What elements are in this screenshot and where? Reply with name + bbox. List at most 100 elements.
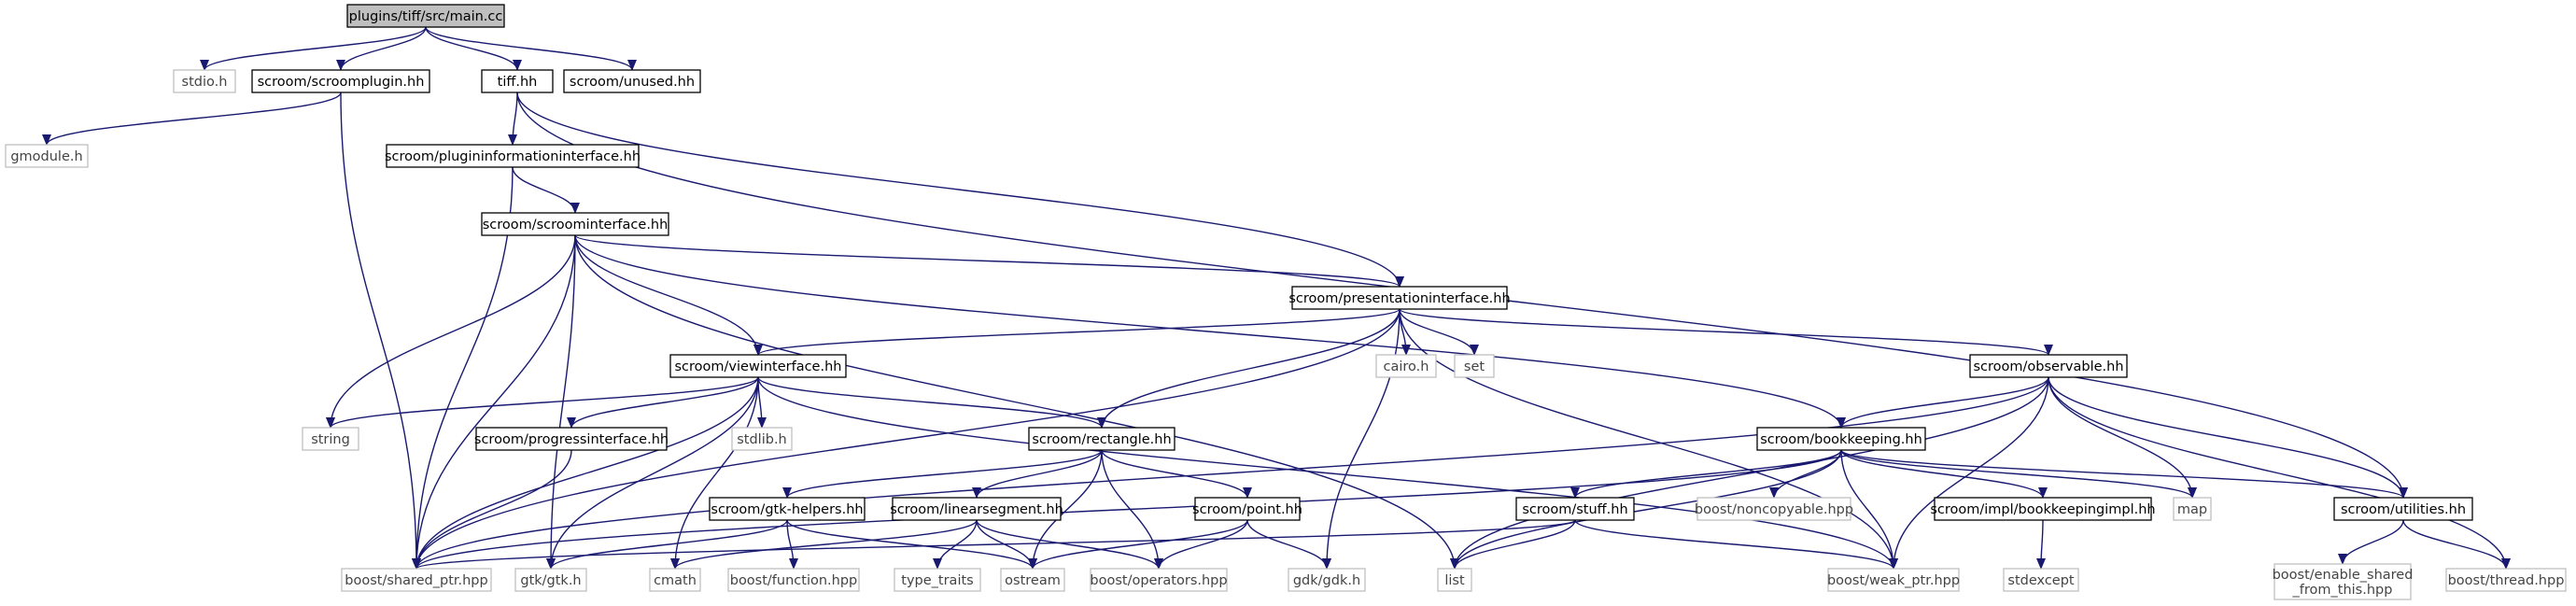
- node-box-function: [727, 568, 860, 592]
- edge-plugininfo-to-scroominterface: [512, 166, 580, 214]
- node-label-bookkeeping: scroom/bookkeeping.hh: [1760, 432, 1922, 447]
- edge-main-to-tiff: [425, 26, 522, 71]
- node-stuff[interactable]: scroom/stuff.hh: [1515, 497, 1635, 521]
- node-box-gdk: [1288, 568, 1366, 592]
- node-box-progressinterface: [475, 427, 668, 451]
- node-box-weak_ptr: [1827, 568, 1960, 592]
- node-presentationinterface[interactable]: scroom/presentationinterface.hh: [1288, 286, 1511, 310]
- node-bookkeeping[interactable]: scroom/bookkeeping.hh: [1756, 427, 1926, 451]
- node-linearsegment[interactable]: scroom/linearsegment.hh: [890, 497, 1063, 521]
- node-label-presentationinterface: scroom/presentationinterface.hh: [1288, 291, 1510, 306]
- node-observable[interactable]: scroom/observable.hh: [1969, 354, 2128, 378]
- edge-scroominterface-to-bookkeeping: [574, 234, 1846, 429]
- node-label-stdlib: stdlib.h: [737, 432, 787, 447]
- edge-observable-to-bookkeeping: [1837, 376, 2049, 429]
- node-box-rectangle: [1028, 427, 1175, 451]
- edge-viewinterface-to-shared_ptr: [412, 376, 759, 570]
- node-box-cairo: [1375, 354, 1437, 378]
- node-utilities[interactable]: scroom/utilities.hh: [2333, 497, 2473, 521]
- node-label-weak_ptr: boost/weak_ptr.hpp: [1827, 573, 1960, 588]
- edge-presentationinterface-to-set: [1399, 308, 1479, 356]
- edge-bookkeeping-to-utilities: [1840, 449, 2408, 499]
- edge-linearsegment-to-type_traits: [933, 519, 978, 570]
- edge-scroomplugin-to-shared_ptr: [340, 92, 421, 570]
- node-label-gmodule: gmodule.h: [10, 149, 82, 164]
- node-box-utilities: [2333, 497, 2473, 521]
- node-box-unused: [563, 69, 701, 93]
- node-label-cairo: cairo.h: [1384, 359, 1429, 374]
- edge-scroomplugin-to-gmodule: [42, 92, 342, 146]
- node-gtkhelpers[interactable]: scroom/gtk-helpers.hh: [709, 497, 866, 521]
- node-box-gmodule: [5, 144, 89, 168]
- node-viewinterface[interactable]: scroom/viewinterface.hh: [669, 354, 847, 378]
- edge-observable-to-utilities: [2048, 376, 2408, 499]
- edge-presentationinterface-to-rectangle: [1097, 308, 1401, 429]
- edge-observable-to-list: [1450, 376, 2049, 570]
- node-stdlib: stdlib.h: [731, 427, 793, 451]
- node-unused[interactable]: scroom/unused.hh: [563, 69, 701, 93]
- edge-viewinterface-to-cmath: [670, 376, 759, 570]
- edge-scroominterface-to-presentationinterface: [574, 234, 1404, 288]
- node-enable_shared: boost/enable_shared_from_this.hpp: [2273, 563, 2413, 600]
- node-scroominterface[interactable]: scroom/scroominterface.hh: [481, 212, 669, 236]
- node-box-ostream: [1000, 568, 1065, 592]
- node-box-stdlib: [731, 427, 793, 451]
- node-box-type_traits: [894, 568, 981, 592]
- node-weak_ptr: boost/weak_ptr.hpp: [1827, 568, 1960, 592]
- node-stdio: stdio.h: [173, 69, 236, 93]
- edge-scroominterface-to-viewinterface: [574, 234, 763, 356]
- node-box-string: [302, 427, 359, 451]
- node-box-scroomplugin: [251, 69, 430, 93]
- edge-linearsegment-to-operators: [976, 519, 1163, 570]
- node-operators: boost/operators.hpp: [1090, 568, 1228, 592]
- node-label-gtkhelpers: scroom/gtk-helpers.hh: [711, 502, 863, 517]
- edge-bookkeepingimpl-to-stdexcept: [2036, 519, 2047, 570]
- node-label-thread: boost/thread.hpp: [2448, 573, 2565, 588]
- edge-main-to-scroomplugin: [336, 26, 427, 71]
- edge-rectangle-to-gtkhelpers: [782, 449, 1103, 499]
- dependency-edges: [42, 26, 2511, 570]
- edge-scroominterface-to-string: [326, 234, 576, 429]
- node-label-scroomplugin: scroom/scroomplugin.hh: [258, 75, 425, 90]
- edge-bookkeeping-to-stuff: [1570, 449, 1842, 499]
- node-label-tiff: tiff.hh: [498, 75, 538, 90]
- edge-presentationinterface-to-weak_ptr: [1399, 308, 1898, 570]
- node-plugininfo[interactable]: scroom/plugininformationinterface.hh: [385, 144, 640, 168]
- edge-point-to-ostream: [1028, 519, 1248, 570]
- node-rectangle[interactable]: scroom/rectangle.hh: [1028, 427, 1175, 451]
- edge-presentationinterface-to-observable: [1399, 308, 2053, 356]
- edge-point-to-operators: [1154, 519, 1248, 570]
- node-label-scroominterface: scroom/scroominterface.hh: [483, 218, 669, 233]
- node-label-operators: boost/operators.hpp: [1090, 573, 1227, 588]
- edge-gtkhelpers-to-gtk: [546, 519, 788, 570]
- edge-point-to-gdk: [1246, 519, 1331, 570]
- edge-bookkeeping-to-list: [1450, 449, 1842, 570]
- node-box-thread: [2445, 568, 2567, 592]
- node-box-presentationinterface: [1291, 286, 1508, 310]
- node-box-bookkeepingimpl: [1934, 497, 2152, 521]
- node-main[interactable]: plugins/tiff/src/main.cc: [346, 4, 505, 28]
- edge-observable-to-map: [2048, 376, 2197, 499]
- node-scroomplugin[interactable]: scroom/scroomplugin.hh: [251, 69, 430, 93]
- edge-presentationinterface-to-viewinterface: [753, 308, 1401, 356]
- node-ostream: ostream: [1000, 568, 1065, 592]
- node-string: string: [302, 427, 359, 451]
- node-label-list: list: [1444, 573, 1465, 588]
- edge-viewinterface-to-gtk: [546, 376, 759, 570]
- edge-progressinterface-to-shared_ptr: [412, 449, 572, 570]
- node-thread: boost/thread.hpp: [2445, 568, 2567, 592]
- node-gmodule: gmodule.h: [5, 144, 89, 168]
- node-box-stdexcept: [2003, 568, 2079, 592]
- node-box-plugininfo: [386, 144, 640, 168]
- node-cmath: cmath: [649, 568, 701, 592]
- node-box-list: [1437, 568, 1472, 592]
- node-tiff[interactable]: tiff.hh: [481, 69, 554, 93]
- node-bookkeepingimpl[interactable]: scroom/impl/bookkeepingimpl.hh: [1930, 497, 2156, 521]
- node-label-progressinterface: scroom/progressinterface.hh: [474, 432, 669, 447]
- node-progressinterface[interactable]: scroom/progressinterface.hh: [474, 427, 669, 451]
- edge-utilities-to-enable_shared: [2338, 519, 2404, 565]
- edge-stuff-to-shared_ptr: [412, 519, 1576, 570]
- edge-main-to-stdio: [200, 26, 427, 71]
- node-box-stuff: [1515, 497, 1635, 521]
- node-point[interactable]: scroom/point.hh: [1192, 497, 1302, 521]
